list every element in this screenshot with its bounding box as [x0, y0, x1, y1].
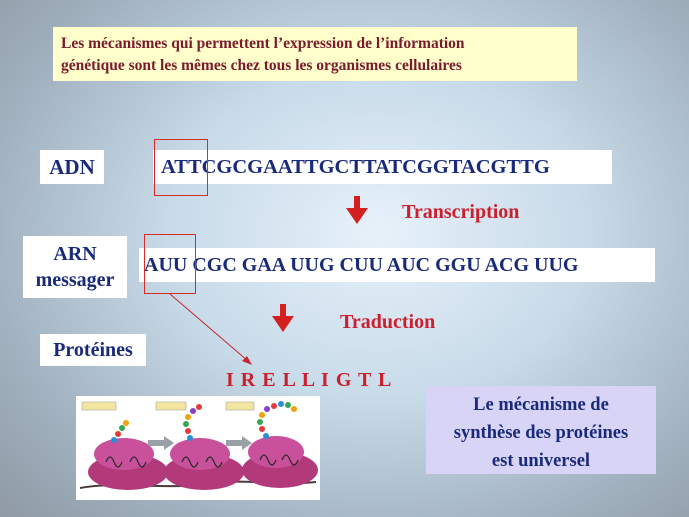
rna-label-line-1: ARN [53, 243, 97, 265]
intro-line-1: Les mécanismes qui permettent l’expressi… [61, 35, 465, 52]
dna-sequence: ATTCGCGAATTGCTTATCGGTACGTTG [153, 150, 612, 184]
rna-label: ARN messager [23, 236, 127, 298]
rna-label-line-2: messager [35, 269, 115, 291]
conclusion-line-3: est universel [491, 451, 591, 471]
transcription-arrow-icon [346, 196, 368, 224]
intro-banner: Les mécanismes qui permettent l’expressi… [53, 27, 577, 81]
conclusion-line-2: synthèse des protéines [453, 423, 629, 443]
dna-label: ADN [40, 150, 104, 184]
ribosome-illustration [76, 396, 320, 500]
translation-label: Traduction [340, 311, 436, 333]
transcription-label: Transcription [402, 201, 520, 223]
rna-sequence: AUU CGC GAA UUG CUU AUC GGU ACG UUG [139, 248, 655, 282]
protein-label: Protéines [40, 334, 146, 366]
conclusion-line-1: Le mécanisme de [473, 395, 609, 415]
intro-line-2: génétique sont les mêmes chez tous les o… [61, 57, 462, 74]
rna-codon-highlight [144, 234, 196, 294]
protein-sequence: I R E L L I G T L [226, 369, 393, 391]
conclusion-box: Le mécanisme de synthèse des protéines e… [426, 386, 656, 474]
dna-codon-highlight [154, 139, 208, 196]
translation-arrow-icon [272, 304, 294, 332]
